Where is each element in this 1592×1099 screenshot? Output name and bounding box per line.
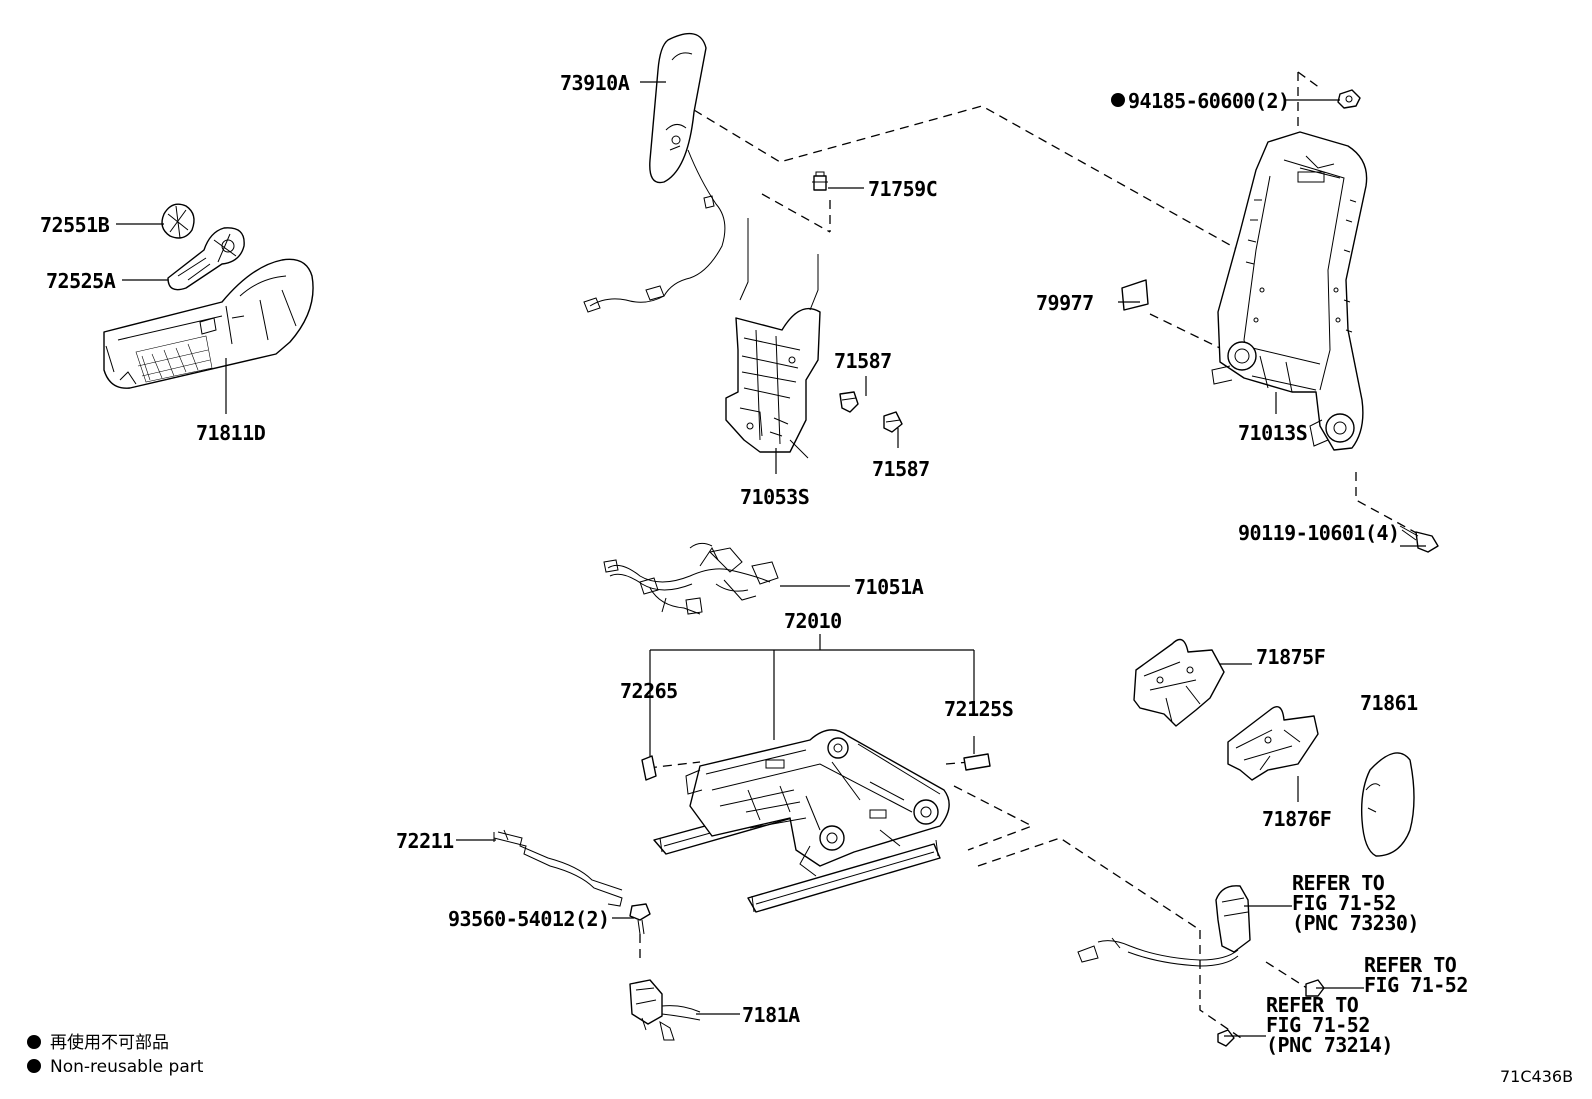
label-71759c: 71759C	[868, 177, 937, 201]
label-71587-lower: 71587	[872, 457, 930, 481]
clip-72265[interactable]	[641, 755, 657, 781]
bolt-93560[interactable]	[629, 903, 651, 935]
refer-3-line1: REFER TO	[1266, 993, 1359, 1017]
seatback-frame-71013s[interactable]	[1211, 131, 1368, 451]
cover-72125s[interactable]	[963, 753, 991, 771]
label-72211: 72211	[396, 829, 454, 853]
label-71051a: 71051A	[854, 575, 924, 599]
legend-japanese: 再使用不可部品	[50, 1032, 169, 1053]
group-bracket-72010	[649, 634, 975, 762]
refer-3-line3: (PNC 73214)	[1266, 1033, 1393, 1057]
seat-track-assembly-72010[interactable]	[653, 729, 950, 913]
legend: 再使用不可部品 Non-reusable part	[27, 1032, 204, 1077]
nut-94185[interactable]	[1337, 89, 1361, 109]
refer-1-line1: REFER TO	[1292, 871, 1385, 895]
refer-to-notes: REFER TO FIG 71-52 (PNC 73230) REFER TO …	[1266, 871, 1468, 1057]
refer-1-line2: FIG 71-52	[1292, 891, 1396, 915]
seat-belt-buckle-73230[interactable]	[1077, 885, 1251, 967]
cover-71861[interactable]	[1360, 752, 1415, 857]
lever-72525a[interactable]	[167, 227, 245, 291]
label-94185: 94185-60600(2)	[1128, 89, 1290, 113]
cover-71876f[interactable]	[1227, 706, 1319, 781]
label-71875f: 71875F	[1256, 645, 1325, 669]
refer-3-line2: FIG 71-52	[1266, 1013, 1370, 1037]
label-71876f: 71876F	[1262, 807, 1331, 831]
bolt-90119[interactable]	[1399, 525, 1439, 553]
clip-71587-lower[interactable]	[883, 411, 903, 433]
label-7181a: 7181A	[742, 1003, 800, 1027]
clip-71587-upper[interactable]	[839, 391, 859, 413]
refer-2-line2: FIG 71-52	[1364, 973, 1468, 997]
label-79977: 79977	[1036, 291, 1094, 315]
clip-71759c[interactable]	[812, 171, 828, 191]
label-71587-upper: 71587	[834, 349, 892, 373]
side-airbag-73910a[interactable]	[583, 32, 726, 313]
nut-73230[interactable]	[1305, 979, 1325, 997]
non-reusable-bullet-icon	[1111, 93, 1125, 107]
knob-72551b[interactable]	[161, 203, 195, 239]
label-93560: 93560-54012(2)	[448, 907, 610, 931]
label-71053s: 71053S	[740, 485, 809, 509]
label-72525a: 72525A	[46, 269, 116, 293]
label-73910a: 73910A	[560, 71, 630, 95]
label-72265: 72265	[620, 679, 678, 703]
legend-bullet-icon-en	[27, 1059, 41, 1073]
leader-lines	[116, 81, 1426, 1037]
refer-1-line3: (PNC 73230)	[1292, 911, 1419, 935]
legend-bullet-icon-jp	[27, 1035, 41, 1049]
legend-english: Non-reusable part	[50, 1057, 204, 1077]
label-71013s: 71013S	[1238, 421, 1307, 445]
label-79977[interactable]	[1121, 279, 1149, 311]
seatback-spring-71053s[interactable]	[725, 218, 821, 459]
bracket-7181a[interactable]	[629, 979, 701, 1041]
part-labels: 73910A 72551B 72525A 71811D 71759C 71587…	[40, 71, 1419, 1027]
refer-2-line1: REFER TO	[1364, 953, 1457, 977]
nut-73214[interactable]	[1217, 1029, 1235, 1047]
label-71811d: 71811D	[196, 421, 266, 445]
harness-71051a[interactable]	[603, 542, 779, 615]
cover-71875f[interactable]	[1133, 638, 1225, 727]
wire-72211[interactable]	[493, 829, 623, 907]
outer-shield-71811d[interactable]	[103, 258, 314, 389]
diagram-code: 71C436B	[1500, 1067, 1573, 1086]
label-71861: 71861	[1360, 691, 1418, 715]
label-72125s: 72125S	[944, 697, 1013, 721]
label-72551b: 72551B	[40, 213, 110, 237]
label-72010: 72010	[784, 609, 842, 633]
label-90119: 90119-10601(4)	[1238, 521, 1400, 545]
